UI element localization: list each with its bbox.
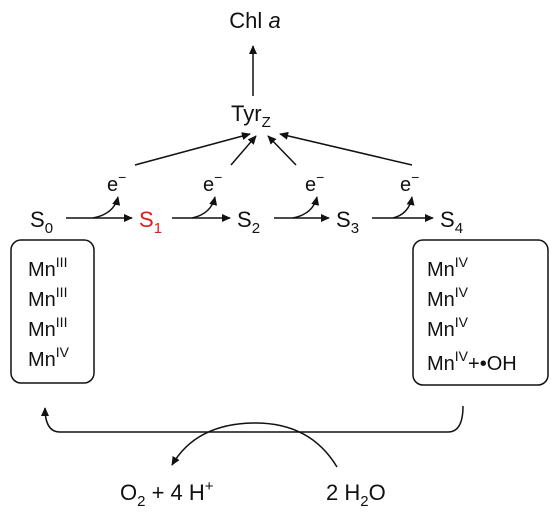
- electron-label-2: e−: [203, 169, 222, 196]
- products-label: O2 + 4 H+: [120, 478, 214, 510]
- electron-release-arrow-2: [191, 196, 218, 219]
- water-oxidation-arrow: [171, 422, 338, 468]
- electron-to-tyrz-arrow-1: [134, 132, 251, 166]
- s-state-3: S3: [336, 207, 359, 237]
- chl-a-label: Chl a: [229, 8, 280, 33]
- tyrz-label: TyrZ: [231, 101, 271, 131]
- mn-right-3: MnIV: [427, 314, 469, 341]
- s-state-4: S4: [440, 207, 463, 237]
- electron-label-4: e−: [400, 169, 419, 196]
- mn-box-s0: [10, 239, 95, 384]
- mn-right-1: MnIV: [427, 254, 469, 281]
- mn-right-4: MnIV+•OH: [427, 348, 517, 375]
- mn-left-1: MnIII: [28, 254, 67, 281]
- electron-to-tyrz-arrow-3: [267, 135, 297, 166]
- cycle-return-arrow: [40, 405, 464, 433]
- mn-right-2: MnIV: [427, 284, 469, 311]
- electron-release-arrow-3: [292, 196, 320, 219]
- electron-release-arrow-1: [92, 196, 121, 219]
- mn-left-4: MnIV: [28, 344, 70, 371]
- reactant-label: 2 H2O: [326, 480, 386, 510]
- s-state-0: S0: [30, 207, 53, 237]
- mn-left-3: MnIII: [28, 314, 67, 341]
- s-state-1: S1: [139, 207, 162, 237]
- electron-to-tyrz-arrow-2: [230, 135, 257, 166]
- mn-left-2: MnIII: [28, 284, 67, 311]
- electron-to-tyrz-arrow-4: [279, 131, 413, 166]
- electron-release-arrow-4: [392, 196, 415, 219]
- mn-box-s4: [412, 239, 549, 386]
- electron-label-3: e−: [305, 169, 324, 196]
- electron-label-1: e−: [107, 169, 126, 196]
- s-state-2: S2: [237, 207, 260, 237]
